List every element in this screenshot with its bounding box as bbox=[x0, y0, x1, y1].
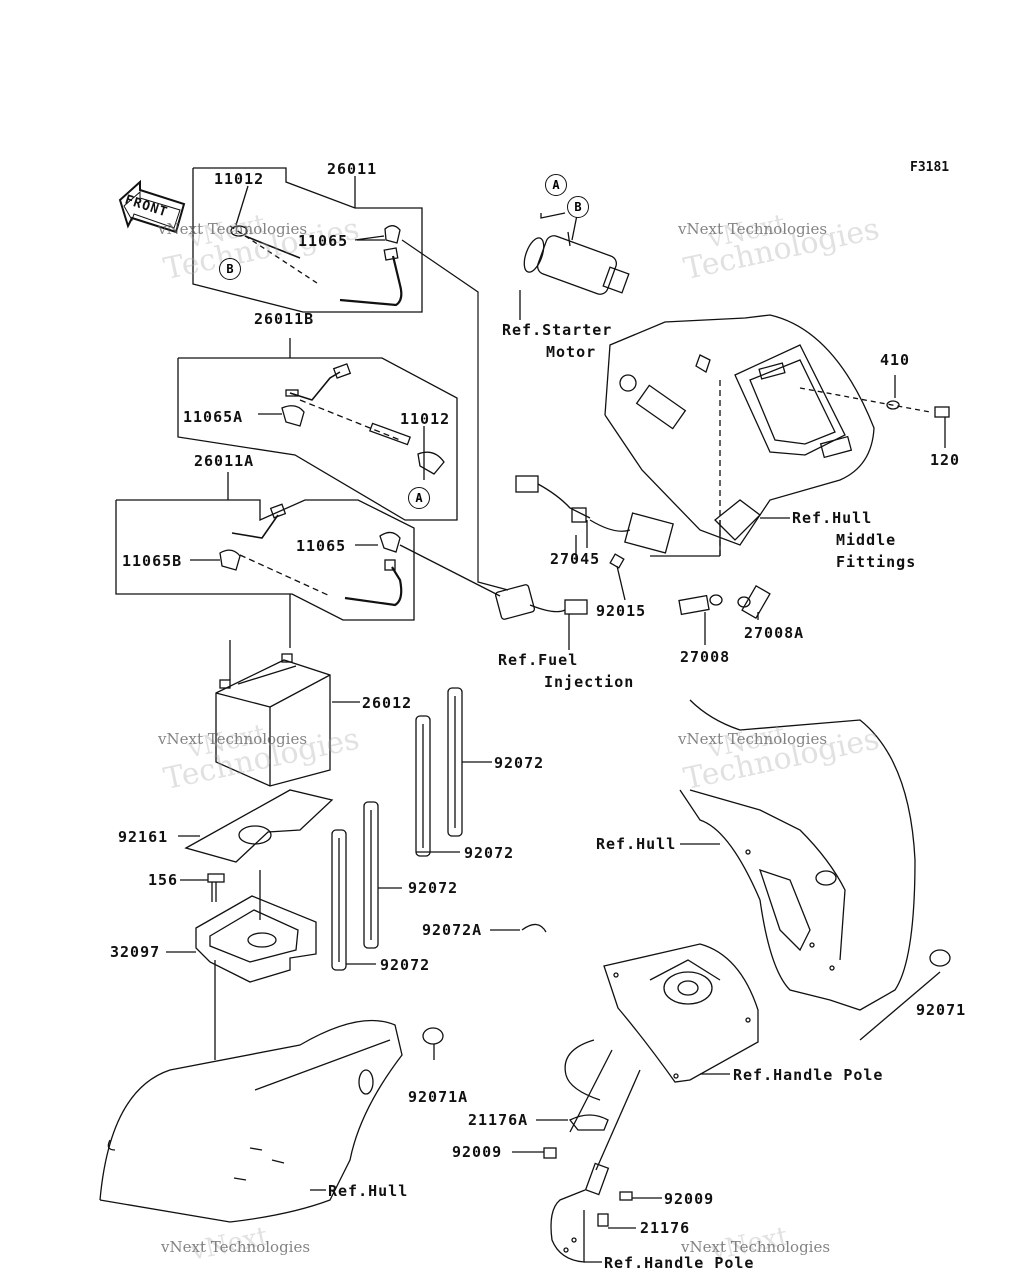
battery-pad-92161 bbox=[184, 789, 334, 863]
part-26011A: 26011A bbox=[194, 452, 255, 470]
ref-hull-middle-fittings: Ref.Hull bbox=[792, 509, 873, 527]
part-92072: 92072 bbox=[494, 754, 545, 772]
figure-code: F3181 bbox=[910, 160, 950, 175]
group-bracket-26011B bbox=[177, 357, 458, 521]
part-92072: 92072 bbox=[464, 844, 515, 862]
part-26011B: 26011B bbox=[254, 310, 315, 328]
part-92072: 92072 bbox=[408, 879, 459, 897]
part-92161: 92161 bbox=[118, 828, 169, 846]
key-27008A bbox=[737, 584, 771, 620]
part-410: 410 bbox=[880, 351, 911, 369]
key-27008 bbox=[678, 594, 723, 645]
battery-case-32097 bbox=[195, 895, 317, 983]
ref-handle-pole: Ref.Handle Pole bbox=[733, 1066, 884, 1084]
part-92015: 92015 bbox=[596, 602, 647, 620]
battery-cable-26011B bbox=[281, 363, 445, 475]
part-120: 120 bbox=[930, 451, 961, 469]
part-92009: 92009 bbox=[452, 1143, 503, 1161]
fuel-injection-relay bbox=[494, 584, 588, 650]
part-26012: 26012 bbox=[362, 694, 413, 712]
callout-a: A bbox=[408, 487, 430, 509]
strap-92072-3 bbox=[331, 829, 347, 971]
washer-410 bbox=[886, 400, 900, 410]
ref-hull-middle-fittings: Middle bbox=[836, 531, 897, 549]
ref-handle-pole: Ref.Handle Pole bbox=[604, 1254, 755, 1272]
control-module-27045 bbox=[515, 475, 721, 569]
strap-92072-4 bbox=[363, 801, 379, 949]
grommet-92071 bbox=[929, 949, 951, 967]
handle-pole-plate bbox=[603, 943, 759, 1083]
part-11065: 11065 bbox=[298, 232, 349, 250]
part-92071: 92071 bbox=[916, 1001, 967, 1019]
ref-fuel-injection: Injection bbox=[544, 673, 635, 691]
hull-right bbox=[679, 699, 916, 1011]
group-bracket-26011 bbox=[192, 167, 423, 313]
part-11065: 11065 bbox=[296, 537, 347, 555]
bolt-156 bbox=[207, 873, 225, 902]
strap-92072-1 bbox=[415, 715, 431, 857]
part-156: 156 bbox=[148, 871, 179, 889]
part-11065B: 11065B bbox=[122, 552, 183, 570]
battery-cable-26011A bbox=[219, 503, 403, 607]
clip-92072A bbox=[521, 923, 547, 933]
strap-92072-2 bbox=[447, 687, 463, 837]
part-21176A: 21176A bbox=[468, 1111, 529, 1129]
ref-fuel-injection: Ref.Fuel bbox=[498, 651, 579, 669]
part-92072: 92072 bbox=[380, 956, 431, 974]
part-32097: 32097 bbox=[110, 943, 161, 961]
part-11065A: 11065A bbox=[183, 408, 244, 426]
group-bracket-26011A bbox=[115, 499, 415, 621]
ref-starter-motor: Ref.Starter bbox=[502, 321, 613, 339]
part-92072A: 92072A bbox=[422, 921, 483, 939]
ref-starter-motor: Motor bbox=[546, 343, 597, 361]
part-11012: 11012 bbox=[214, 170, 265, 188]
front-arrow-icon bbox=[118, 179, 186, 234]
part-11012: 11012 bbox=[400, 410, 451, 428]
handle-pole bbox=[550, 1162, 610, 1263]
hull-bottom bbox=[99, 1019, 403, 1223]
callout-a: A bbox=[545, 174, 567, 196]
starter-motor bbox=[523, 231, 630, 295]
part-26011: 26011 bbox=[327, 160, 378, 178]
part-27008A: 27008A bbox=[744, 624, 805, 642]
battery-cable-26011 bbox=[229, 225, 403, 307]
callout-b: B bbox=[567, 196, 589, 218]
part-92071A: 92071A bbox=[408, 1088, 469, 1106]
ref-hull: Ref.Hull bbox=[596, 835, 677, 853]
ref-hull-middle-fittings: Fittings bbox=[836, 553, 917, 571]
callout-b: B bbox=[219, 258, 241, 280]
part-92009: 92009 bbox=[664, 1190, 715, 1208]
screw-120 bbox=[934, 406, 950, 418]
battery-26012 bbox=[215, 653, 331, 787]
ref-hull: Ref.Hull bbox=[328, 1182, 409, 1200]
grommet-92071A bbox=[422, 1027, 444, 1045]
part-21176: 21176 bbox=[640, 1219, 691, 1237]
part-27008: 27008 bbox=[680, 648, 731, 666]
part-27045: 27045 bbox=[550, 550, 601, 568]
